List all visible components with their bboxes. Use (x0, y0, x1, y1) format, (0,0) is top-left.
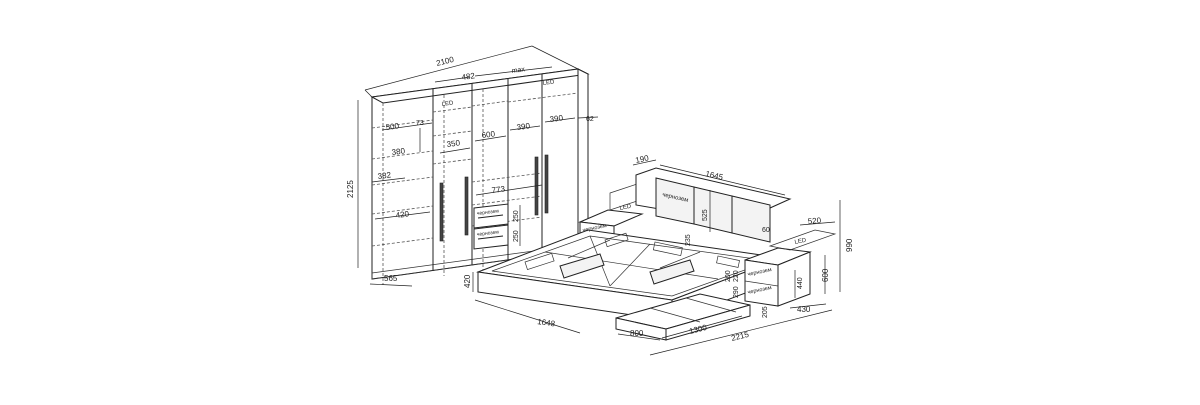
dim-235-label: 235 (685, 234, 692, 246)
wardrobe-drawer-handle-2 (477, 235, 504, 240)
bed-storage-gap-1 (559, 253, 605, 279)
dim-773-label: 773 (491, 184, 506, 195)
dim-290-label: 290 (733, 286, 740, 298)
dim-600-bed-label: 600 (821, 268, 830, 282)
dim-73-label: 73 (416, 120, 424, 127)
dim-1648-label: 1648 (537, 317, 556, 328)
led-label-bed-left: LED (619, 204, 632, 212)
dim-800-label: 800 (630, 329, 644, 338)
headboard-cushion-3 (731, 195, 771, 243)
bed: 190 1645 525 60 520 990 600 440 430 420 … (463, 153, 854, 356)
dim-382-label: 382 (377, 170, 392, 181)
dim-line-depth (369, 283, 413, 287)
led-label-bed-right: LED (794, 238, 807, 246)
dim-250a-label: 250 (513, 210, 520, 222)
dim-1645-label: 1645 (705, 169, 725, 182)
dim-990-label: 990 (845, 238, 854, 252)
wardrobe: 2100 2125 565 482 max LED LED 62 390 390… (346, 45, 599, 287)
dim-200-label: 200 (725, 270, 732, 282)
dim-62-label: 62 (586, 116, 594, 123)
dim-520-label: 520 (807, 216, 822, 226)
dim-width-label: 2100 (435, 55, 455, 68)
wardrobe-handle-2 (464, 176, 469, 236)
dim-525-label: 525 (702, 209, 709, 221)
headboard-label: чернозем (662, 192, 689, 204)
dim-600-label: 600 (481, 129, 496, 140)
nightstand-right-front (744, 259, 779, 307)
dim-430-label: 430 (797, 305, 811, 314)
nightstand-right-led-panel (768, 229, 837, 251)
dim-420-label: 420 (395, 209, 410, 220)
dim-482-label: 482 (461, 71, 476, 82)
dim-2215-label: 2215 (730, 330, 750, 343)
dim-depth-label: 565 (384, 274, 398, 283)
dim-440-label: 440 (797, 277, 804, 289)
wardrobe-drawers (473, 203, 509, 250)
dim-height-label: 2125 (346, 180, 355, 198)
dim-500-label: 500 (385, 121, 400, 132)
dim-190-label: 190 (635, 153, 650, 165)
dim-390a-label: 390 (516, 121, 531, 132)
nightstand-right-label-1: чернозем (747, 267, 772, 278)
dim-350-label: 350 (446, 138, 461, 149)
dim-line-width (364, 45, 533, 91)
dim-420-bed-label: 420 (463, 274, 472, 288)
bed-storage-gap-2 (649, 259, 695, 285)
dim-250b-label: 250 (513, 230, 520, 242)
dim-60-label: 60 (762, 227, 770, 234)
dim-380-label: 380 (391, 146, 406, 157)
led-label-wardrobe: LED (542, 79, 555, 87)
led-label-wardrobe-2: LED (441, 100, 454, 108)
wardrobe-drawer-label-1: чернозем (477, 208, 500, 217)
nightstand-right-label-2: чернозем (747, 285, 772, 296)
nightstand-left-label: чернозем (582, 223, 607, 234)
dim-max-label: max (511, 66, 526, 75)
dim-1300-label: 1300 (688, 323, 708, 336)
nightstand-right-side (777, 251, 811, 307)
bed-storage-compartments (491, 232, 771, 297)
wardrobe-handle-1 (439, 182, 444, 242)
wardrobe-handle-4 (544, 154, 549, 214)
wardrobe-drawer-handle-1 (477, 214, 504, 219)
dim-390b-label: 390 (549, 113, 564, 124)
wardrobe-drawer-label-2: чернозем (477, 229, 500, 238)
dim-205-label: 205 (762, 306, 769, 318)
bed-drawer-divider (649, 307, 701, 323)
dim-220-label: 220 (733, 270, 740, 282)
